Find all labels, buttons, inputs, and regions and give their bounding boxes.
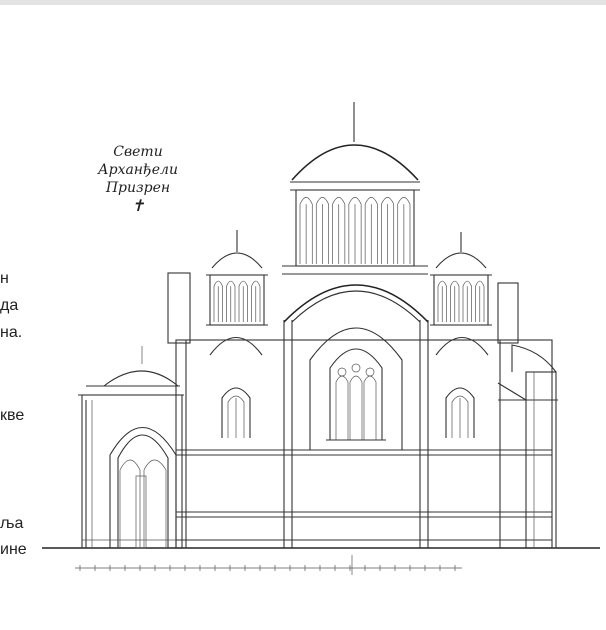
title-line-2: Арханђели bbox=[98, 162, 178, 178]
left-narthex bbox=[78, 346, 184, 549]
drawing-title: Свети Арханђели Призрен ✝ bbox=[88, 143, 188, 215]
clipped-text-6: ине bbox=[0, 541, 27, 558]
clipped-text-5: ља bbox=[0, 515, 24, 532]
title-line-1: Свети bbox=[113, 144, 163, 160]
clipped-text-1: н bbox=[0, 270, 9, 287]
main-body bbox=[175, 284, 553, 549]
right-small-dome bbox=[430, 232, 492, 326]
window-top-strip bbox=[0, 0, 606, 5]
main-dome bbox=[282, 102, 428, 275]
clipped-text-2: да bbox=[0, 297, 19, 314]
clipped-text-4: кве bbox=[0, 407, 25, 424]
title-line-3: Призрен bbox=[105, 180, 171, 196]
scale-bar bbox=[75, 555, 462, 575]
right-annex bbox=[497, 344, 558, 549]
side-blocks bbox=[167, 272, 519, 344]
title-cross-icon: ✝ bbox=[131, 196, 145, 215]
left-small-dome bbox=[206, 230, 268, 326]
clipped-text-3: на. bbox=[0, 324, 23, 341]
